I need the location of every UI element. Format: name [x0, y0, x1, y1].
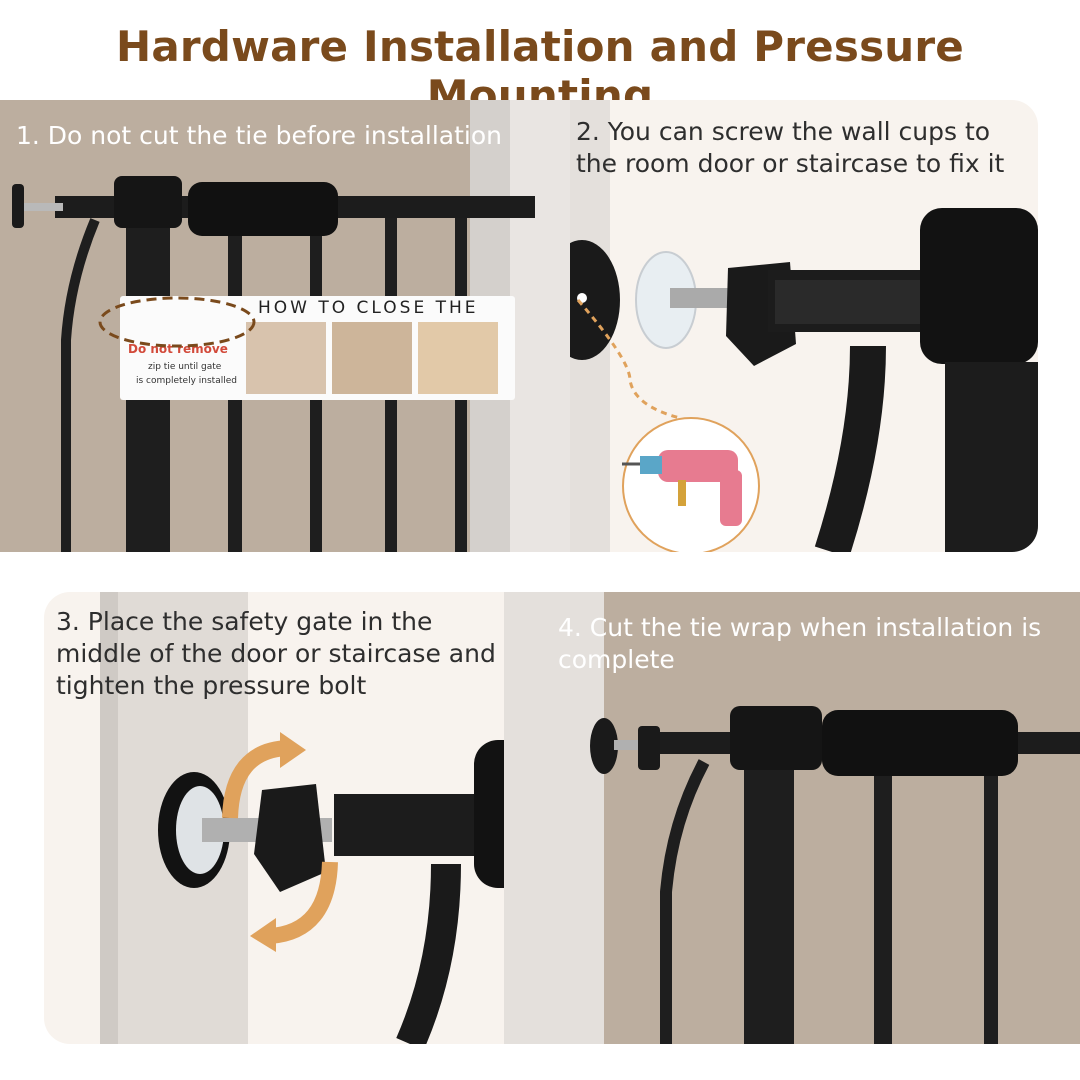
step-2-panel: 2. You can screw the wall cups to the ro… [570, 100, 1038, 552]
step-4-caption: 4. Cut the tie wrap when installation is… [558, 613, 1042, 674]
wall-cup-illustration [570, 100, 1038, 552]
tag-photo-2 [332, 322, 412, 394]
tag-note-line2: is completely installed [136, 376, 237, 386]
gate-final-illustration [504, 592, 1080, 1044]
step-3-caption: 3. Place the safety gate in the middle o… [56, 607, 496, 700]
tag-warning: Do not remove [128, 342, 228, 356]
wall-cup-icon [570, 240, 620, 360]
tag-heading: HOW TO CLOSE THE [258, 298, 479, 318]
step-2-caption: 2. You can screw the wall cups to the ro… [576, 117, 1005, 178]
step-1-caption: 1. Do not cut the tie before installatio… [16, 121, 503, 150]
zip-tie-tag: HOW TO CLOSE THE Do not remove zip tie u… [120, 296, 515, 400]
page-title: Hardware Installation and Pressure Mount… [116, 22, 964, 120]
step-1-panel: HOW TO CLOSE THE Do not remove zip tie u… [0, 100, 610, 552]
step-4-panel: 4. Cut the tie wrap when installation is… [504, 592, 1080, 1044]
tag-photo-3 [418, 322, 498, 394]
tag-photo-1 [246, 322, 326, 394]
rotate-arrows-icon [222, 732, 338, 952]
drill-icon [622, 450, 742, 526]
tag-note-line1: zip tie until gate [148, 362, 222, 372]
